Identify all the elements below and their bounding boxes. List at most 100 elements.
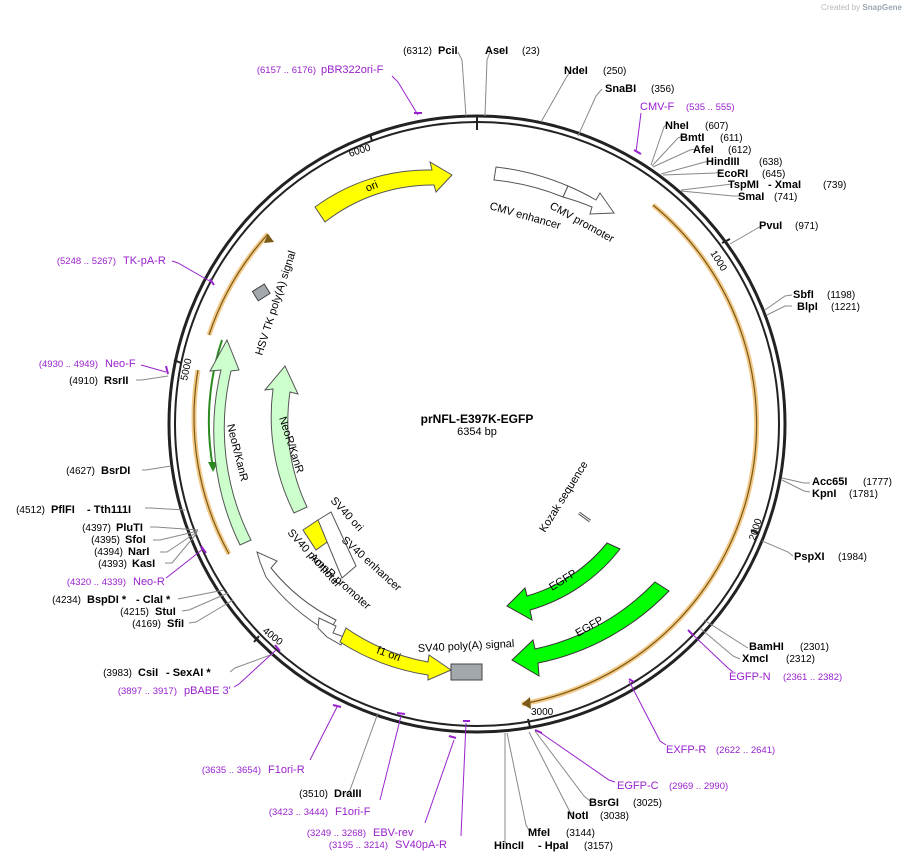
enzyme-hincii-name[interactable]: HincII [494,840,524,852]
enzyme-bspdi-name[interactable]: BspDI * [87,594,127,606]
primer-cmv-f-name[interactable]: CMV-F [640,101,675,113]
primer-f1ori-f-name[interactable]: F1ori-F [335,806,371,818]
enzyme-nhei-name[interactable]: NheI [665,120,689,132]
enzyme-clai-name[interactable]: - ClaI * [136,594,171,606]
primer-egfp-n-pos: (2361 .. 2382) [783,672,842,683]
enzyme-draiii-name[interactable]: DraIII [334,788,362,800]
primer-f1ori-f-pos: (3423 .. 3444) [269,807,328,818]
enzyme-mfei-name[interactable]: MfeI [528,827,550,839]
enzyme-smai-pos: (741) [774,192,797,203]
primer-egfp-n-name[interactable]: EGFP-N [729,671,771,683]
primer-f1ori-r-pos: (3635 .. 3654) [202,765,261,776]
enzyme-pflfi-name[interactable]: PflFI [51,504,75,516]
enzyme-acc65i-name[interactable]: Acc65I [812,476,847,488]
enzyme-kasi-pos: (4393) [98,559,127,570]
enzyme-sbfi-name[interactable]: SbfI [793,289,814,301]
enzyme-noti-name[interactable]: NotI [567,810,588,822]
enzyme-asei-name[interactable]: AseI [485,45,508,57]
feature-kozak-label: Kozak sequence [537,459,590,534]
orf-arc-neo-line [193,369,230,555]
enzyme-snabi-name[interactable]: SnaBI [605,83,636,95]
enzyme-asei-pos: (23) [522,46,540,57]
orf-arc-arrowhead [522,697,531,709]
feature-hsv-tk-polya[interactable] [251,283,271,302]
enzyme-tth111i-name[interactable]: - Tth111I [87,504,131,516]
enzyme-pluti-pos: (4397) [82,523,111,534]
enzyme-sfii-name[interactable]: SfiI [167,618,184,630]
enzyme-blpi-pos: (1221) [831,302,860,313]
plasmid-size: 6354 bp [457,426,497,438]
orf-arc-cmv-egfp [521,203,760,707]
enzyme-hindiii-name[interactable]: HindIII [706,156,740,168]
feature-f1-ori-arrow[interactable] [339,627,453,681]
feature-cmv-promoter-arrow[interactable] [562,185,615,215]
orf-arc-cmv-egfp-line [521,204,758,705]
enzyme-xmci-name[interactable]: XmcI [742,653,768,665]
enzyme-ecori-name[interactable]: EcoRI [717,168,748,180]
feature-sv40-enhancer-box[interactable] [317,511,357,579]
enzyme-afei-name[interactable]: AfeI [693,144,714,156]
enzyme-pcii-name[interactable]: PciI [438,45,458,57]
feature-neor-outer-arrow[interactable] [209,338,252,546]
primer-neo-r-name[interactable]: Neo-R [133,576,165,588]
primer-neo-f-name[interactable]: Neo-F [105,358,136,370]
enzyme-sexai-name[interactable]: - SexAI * [166,667,211,679]
enzyme-noti-pos: (3038) [600,811,629,822]
enzyme-kasi-name[interactable]: KasI [132,558,155,570]
enzyme-xmai-name[interactable]: - XmaI [768,179,801,191]
enzyme-draiii-pos: (3510) [299,789,328,800]
enzyme-smai-name[interactable]: SmaI [738,191,764,203]
enzyme-pspxi-name[interactable]: PspXI [794,551,825,563]
enzyme-bsrdi-name[interactable]: BsrDI [101,465,130,477]
enzyme-ndei-pos: (250) [603,66,626,77]
feature-egfp-1-arrow[interactable] [506,542,621,621]
feature-ori-label: ori [364,179,380,195]
primer-neo-f-pos: (4930 .. 4949) [39,359,98,370]
enzyme-rsrii-name[interactable]: RsrII [104,375,128,387]
enzyme-bsrgi-pos: (3025) [633,798,662,809]
feature-cmv-enhancer-arrow[interactable] [493,166,569,198]
enzyme-stui-pos: (4215) [120,607,149,618]
primer-pbabe3-name[interactable]: pBABE 3' [184,685,231,697]
enzyme-afei-pos: (612) [728,145,751,156]
enzyme-mfei-pos: (3144) [566,828,595,839]
feature-ampr-promoter-arrow[interactable] [317,617,345,646]
enzyme-bsrgi-name[interactable]: BsrGI [589,797,619,809]
enzyme-hpai-name[interactable]: - HpaI [538,840,569,852]
enzyme-tspmi-pos: (739) [823,180,846,191]
tick-label-3000: 3000 [531,707,554,718]
primer-neo-r-pos: (4320 .. 4339) [67,577,126,588]
primer-exfp-r-name[interactable]: EXFP-R [666,744,706,756]
feature-sv40-promoter-arrow[interactable] [256,551,337,633]
enzyme-sfoi-name[interactable]: SfoI [125,534,146,546]
enzyme-stui-name[interactable]: StuI [155,606,176,618]
feature-neor-inner-arrow[interactable] [263,365,308,514]
enzyme-tspmi-name[interactable]: TspMI [728,179,759,191]
orf-arc-tk-line [208,233,269,336]
enzyme-leader-lines [136,51,811,846]
enzyme-pvui-name[interactable]: PvuI [759,220,782,232]
primer-cmv-f-pos: (535 .. 555) [686,102,735,113]
enzyme-sfoi-pos: (4395) [91,535,120,546]
enzyme-pluti-name[interactable]: PluTI [116,522,143,534]
primer-ebv-rev-name[interactable]: EBV-rev [373,827,414,839]
enzyme-bmti-name[interactable]: BmtI [680,132,704,144]
primer-tk-pa-r-name[interactable]: TK-pA-R [123,255,166,267]
feature-ori-arrow[interactable] [314,160,453,223]
enzyme-ndei-name[interactable]: NdeI [564,65,588,77]
enzyme-nari-name[interactable]: NarI [128,546,149,558]
enzyme-blpi-name[interactable]: BlpI [797,301,818,313]
feature-egfp-2-arrow[interactable] [511,581,670,677]
enzyme-bamhi-name[interactable]: BamHI [749,641,784,653]
primer-egfp-c-name[interactable]: EGFP-C [617,780,659,792]
primer-pbr322ori-f-name[interactable]: pBR322ori-F [321,64,384,76]
primer-f1ori-r-name[interactable]: F1ori-R [268,764,305,776]
primer-sv40pa-r-name[interactable]: SV40pA-R [395,839,447,851]
enzyme-kpni-name[interactable]: KpnI [812,488,836,500]
primer-ebv-rev-pos: (3249 .. 3268) [307,828,366,839]
enzyme-rsrii-pos: (4910) [69,376,98,387]
feature-sv40-polya-box[interactable] [450,663,483,681]
enzyme-csii-name[interactable]: CsiI [138,667,158,679]
enzyme-bmti-pos: (611) [720,133,743,144]
